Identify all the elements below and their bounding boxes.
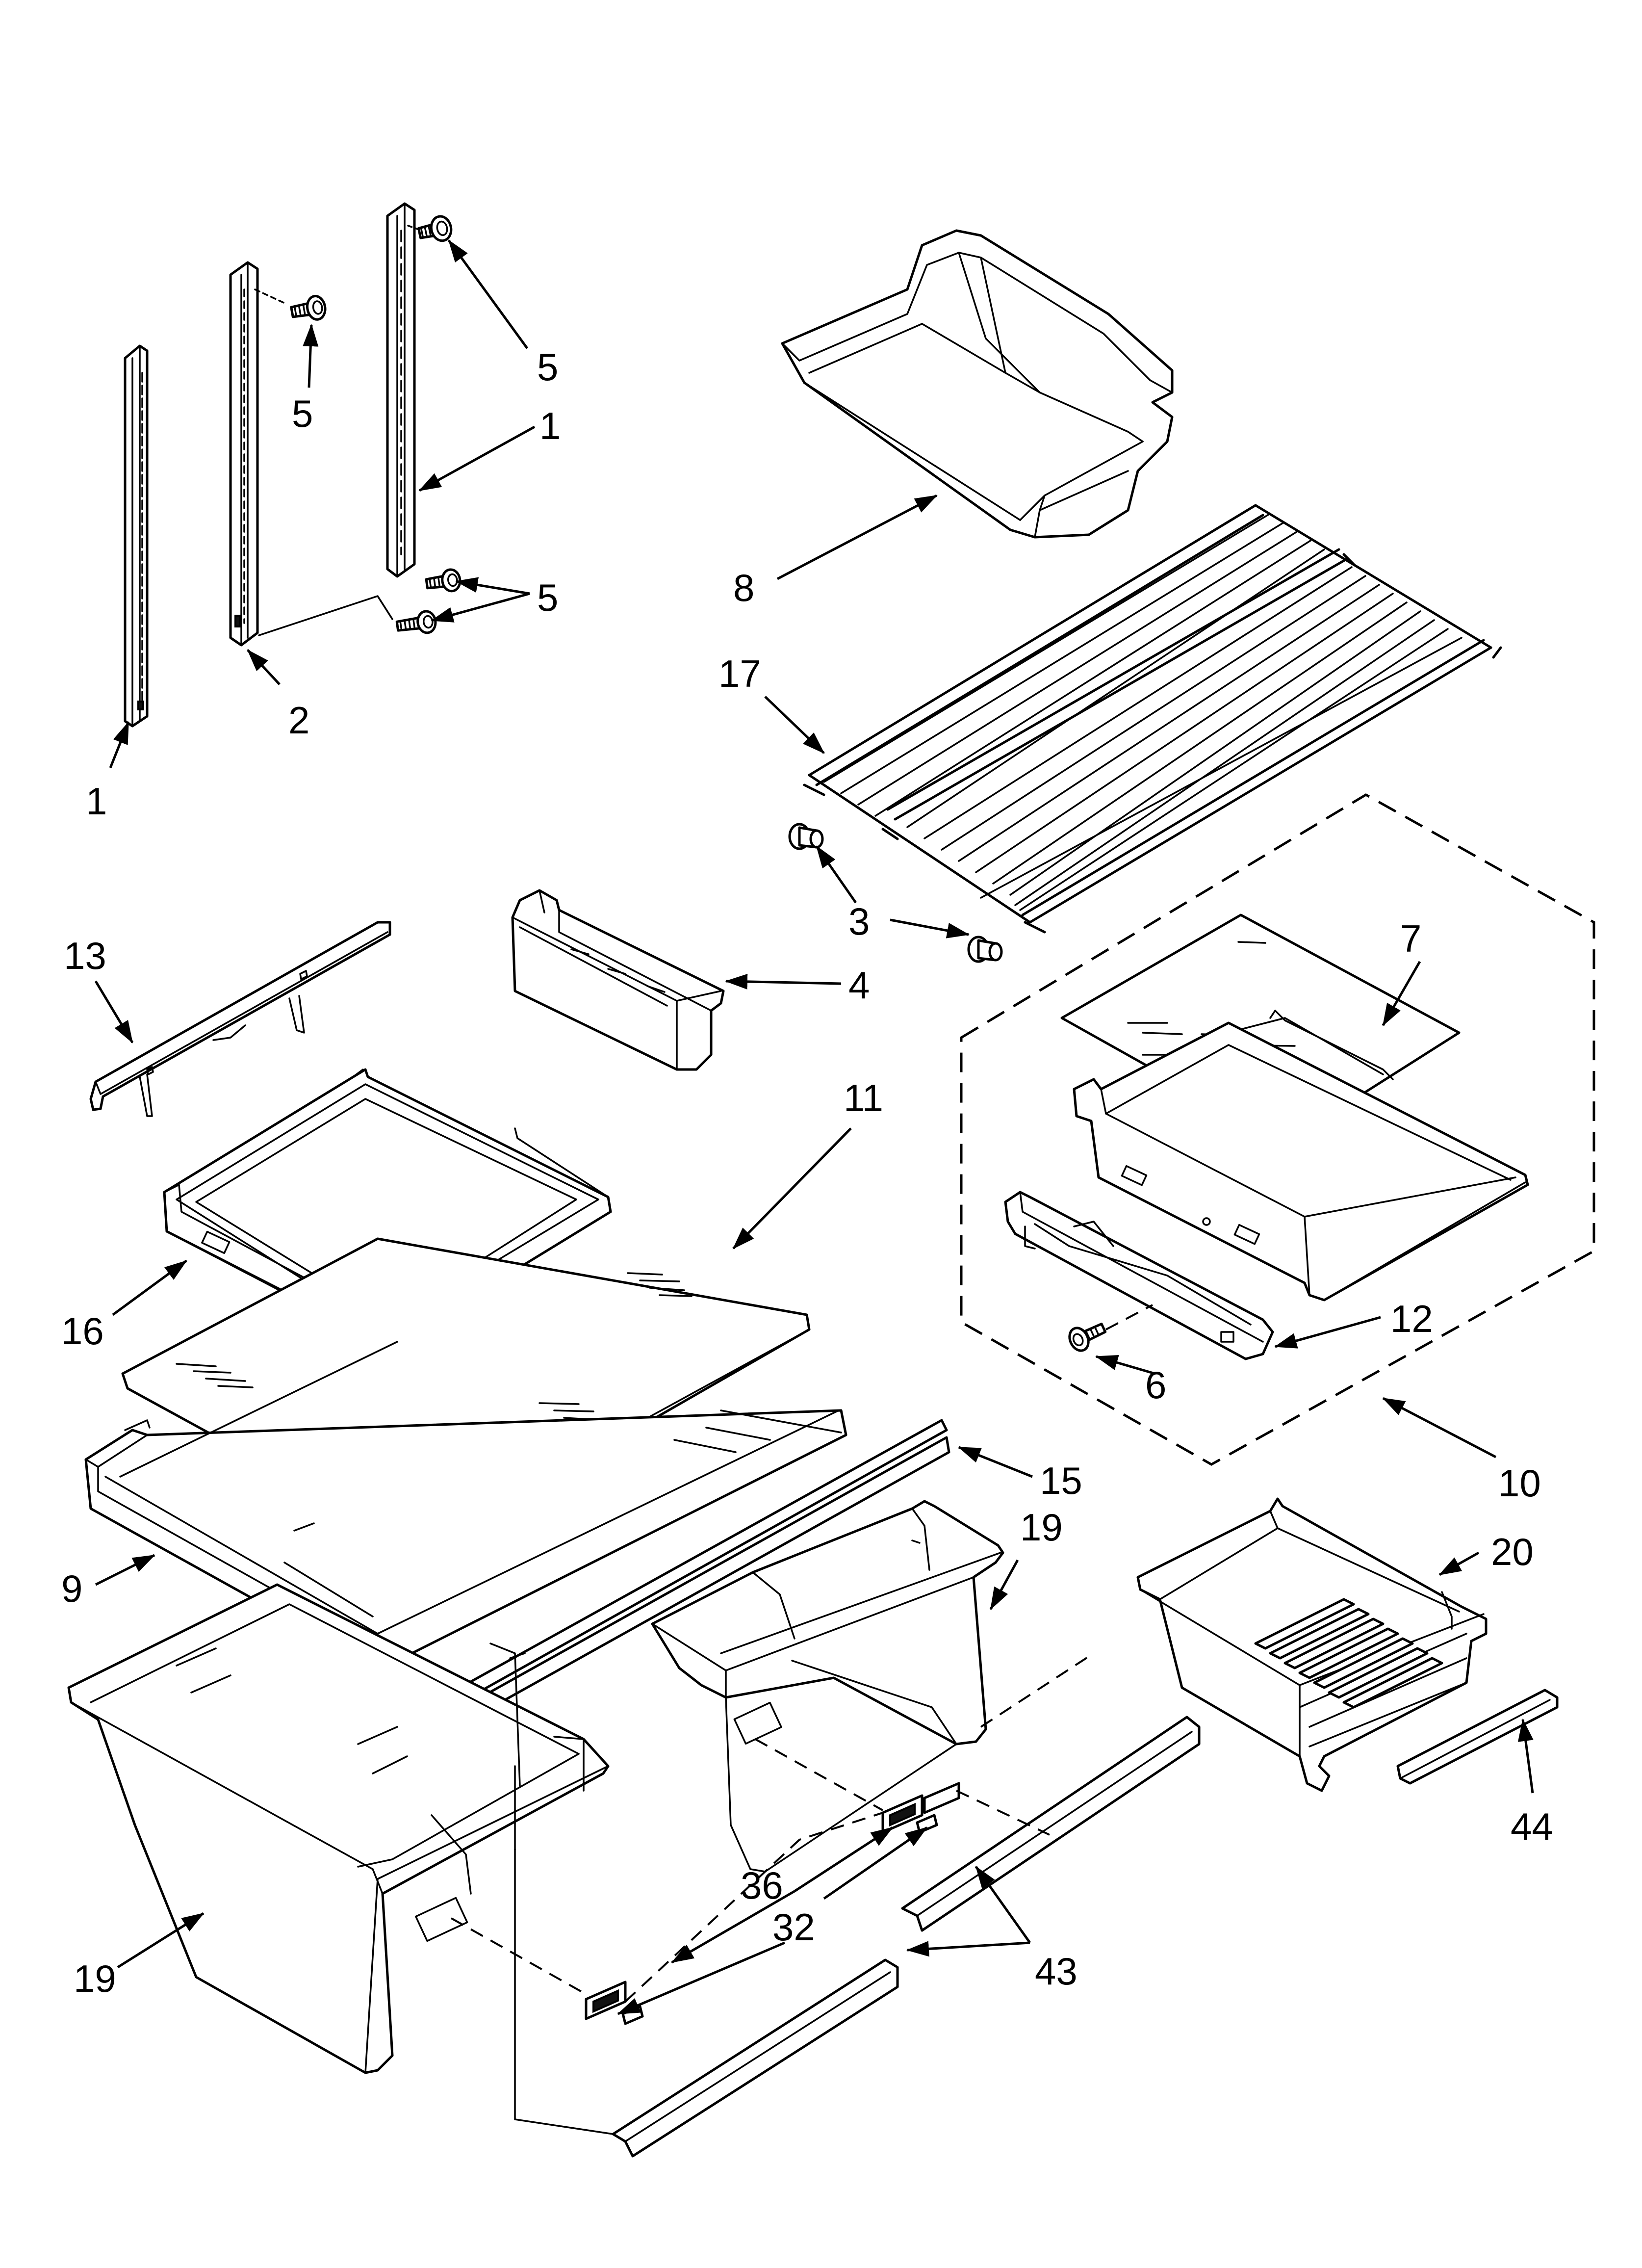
callout-19-right: 19 xyxy=(1020,1506,1063,1549)
part-3-shelf-stops xyxy=(788,823,1003,963)
callout-labels: 1 1 2 3 4 5 5 5 6 7 8 9 10 11 12 13 15 1… xyxy=(61,345,1553,2000)
part-20-meat-drawer xyxy=(1136,1497,1488,1792)
callout-2: 2 xyxy=(288,699,309,742)
part-43-drawer-handles xyxy=(612,1716,1201,2158)
callout-4: 4 xyxy=(848,964,870,1007)
callout-19-left: 19 xyxy=(74,1957,116,2000)
part-1-right-shelf-ladder xyxy=(386,202,416,578)
part-17-wire-shelf xyxy=(803,504,1502,934)
callout-9: 9 xyxy=(61,1567,82,1610)
part-1-left-shelf-ladder xyxy=(124,344,149,728)
part-7-glass-insert xyxy=(1060,913,1461,1145)
callout-43: 43 xyxy=(1035,1950,1078,1993)
callout-3: 3 xyxy=(848,900,870,943)
callout-5-top: 5 xyxy=(537,345,558,389)
callout-17: 17 xyxy=(718,652,761,695)
callout-13: 13 xyxy=(64,934,106,977)
part-19-crisper-drawer-right xyxy=(651,1500,1004,1873)
part-13-panel-cover xyxy=(89,921,391,1117)
part-5-screws xyxy=(254,215,462,636)
callout-1-left: 1 xyxy=(86,780,107,823)
callout-20: 20 xyxy=(1491,1530,1534,1573)
part-10-assembly-outline xyxy=(960,793,1595,1466)
callout-12: 12 xyxy=(1390,1297,1433,1340)
callout-5-bottom: 5 xyxy=(537,576,558,619)
part-2-center-shelf-ladder xyxy=(229,261,259,647)
callout-10: 10 xyxy=(1498,1461,1541,1505)
callout-15: 15 xyxy=(1040,1459,1082,1502)
meat-drawer-ribs xyxy=(1254,1598,1443,1709)
callout-7: 7 xyxy=(1400,917,1421,960)
wire-shelf-rods xyxy=(823,513,1462,911)
part-6-screw xyxy=(1068,1323,1107,1352)
callout-36: 36 xyxy=(741,1864,783,1907)
callout-6: 6 xyxy=(1145,1363,1166,1407)
part-8-storage-bin xyxy=(781,229,1174,539)
part-4-small-bin xyxy=(511,889,725,1071)
part-15-divider-rail xyxy=(450,1419,950,1726)
part-19-crisper-drawer-left xyxy=(67,1583,610,2074)
callout-8: 8 xyxy=(733,566,754,609)
part-44-trim-strip xyxy=(1396,1689,1559,1785)
leader-arrows xyxy=(94,239,1534,2015)
callout-1-right: 1 xyxy=(539,404,561,447)
callout-16: 16 xyxy=(61,1309,104,1353)
callout-32: 32 xyxy=(772,1905,815,1949)
callout-5-middle: 5 xyxy=(292,392,313,435)
part-10-shelf-frame xyxy=(1073,1021,1529,1302)
callout-44: 44 xyxy=(1511,1805,1553,1848)
callout-11: 11 xyxy=(844,1076,883,1120)
part-12-bracket xyxy=(1004,1191,1274,1360)
